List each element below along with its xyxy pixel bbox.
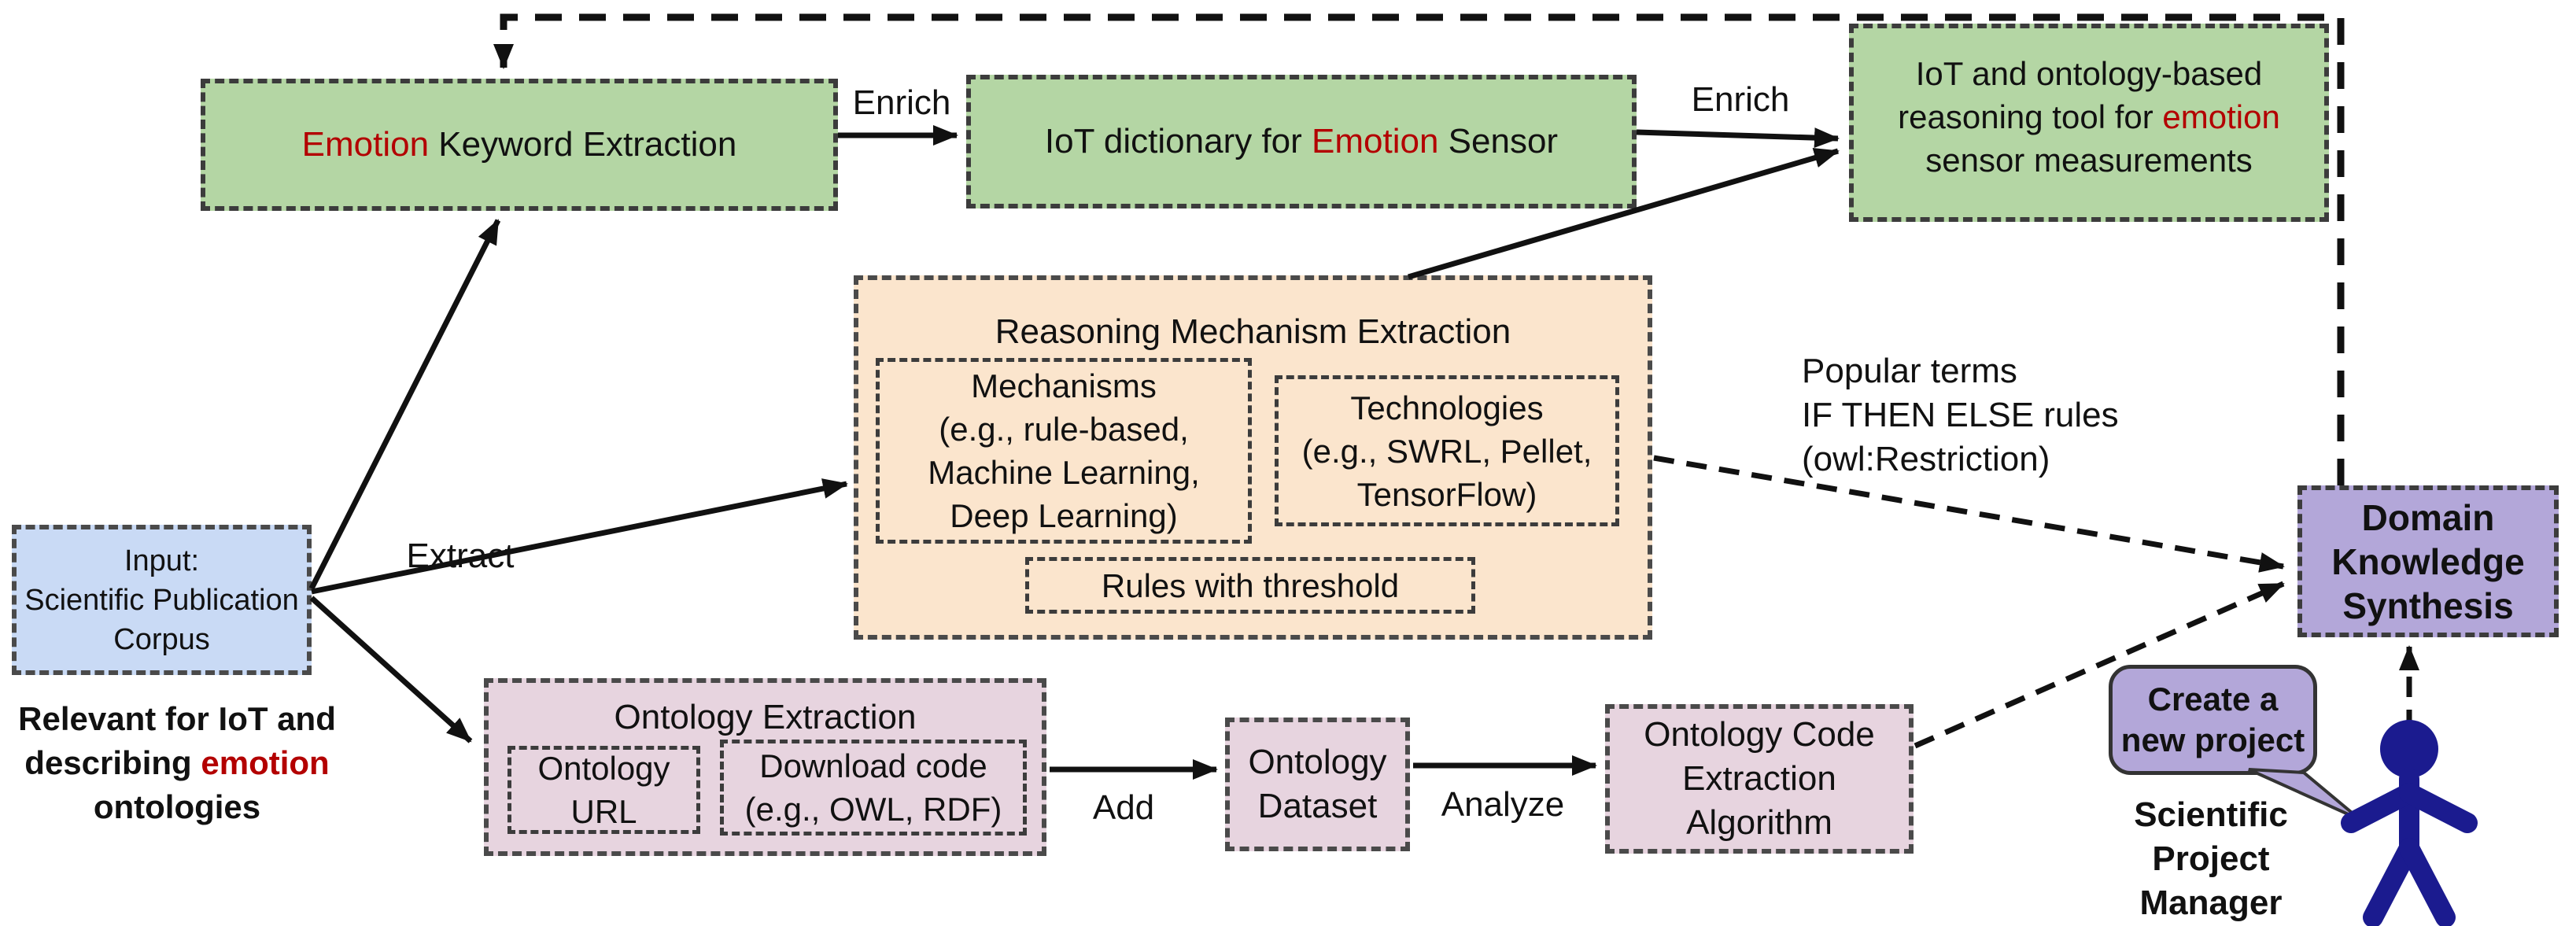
dks-line: Knowledge	[2331, 540, 2525, 582]
download-code-line: Download code	[759, 747, 987, 784]
reasoning-tool-line2: reasoning tool for emotion	[1898, 95, 2280, 138]
iot-dictionary-box: IoT dictionary for Emotion Sensor	[966, 75, 1637, 208]
corpus-note-line2-pre: describing	[24, 744, 201, 781]
ontology-dataset-line: Ontology	[1248, 743, 1387, 781]
mechanisms-line: (e.g., rule-based,	[939, 411, 1189, 448]
ontology-url-line: Ontology	[537, 750, 670, 787]
technologies-line: (e.g., SWRL, Pellet,	[1301, 432, 1592, 470]
input-corpus-box: Input: Scientific Publication Corpus	[12, 525, 312, 675]
popular-terms-line: (owl:Restriction)	[1802, 440, 2050, 478]
dks-line: Domain	[2361, 496, 2495, 538]
ontology-url-box: Ontology URL	[507, 746, 700, 834]
download-code-line: (e.g., OWL, RDF)	[744, 791, 1002, 828]
speech-bubble-line: Create a	[2147, 681, 2279, 718]
ontology-extraction-box: Ontology Extraction	[484, 678, 1046, 856]
extract-label: Extract	[406, 537, 515, 575]
input-corpus-line: Scientific Publication	[24, 583, 299, 617]
actor-label-line: Scientific	[2134, 795, 2288, 834]
ontology-code-algorithm-box: Ontology Code Extraction Algorithm	[1605, 704, 1914, 854]
dks-line: Synthesis	[2342, 585, 2514, 626]
rules-with-threshold-label: Rules with threshold	[1101, 566, 1400, 604]
actor-label-line: Manager	[2139, 884, 2283, 922]
reasoning-tool-line2-pre: reasoning tool for	[1898, 98, 2163, 135]
ontology-url-line: URL	[570, 793, 637, 830]
technologies-line: Technologies	[1350, 389, 1544, 426]
emotion-keyword-extraction-box: Emotion Keyword Extraction	[201, 79, 838, 211]
corpus-note-emotion-red: emotion	[201, 744, 330, 781]
popular-terms-line: Popular terms	[1802, 352, 2017, 390]
actor-label: Scientific Project Manager	[2093, 793, 2329, 925]
popular-terms-line: IF THEN ELSE rules	[1802, 396, 2119, 434]
enrich-label-1: Enrich	[852, 83, 951, 122]
ontology-code-algorithm-line: Ontology Code	[1644, 715, 1875, 754]
corpus-note: Relevant for IoT and describing emotion …	[0, 697, 354, 829]
input-corpus-line: Corpus	[113, 622, 210, 656]
ontology-extraction-title: Ontology Extraction	[614, 698, 917, 736]
mechanisms-line: Mechanisms	[971, 367, 1157, 404]
mechanisms-line: Machine Learning,	[928, 454, 1200, 491]
reasoning-tool-line3: sensor measurements	[1925, 142, 2253, 179]
keyword-extraction-text: Keyword Extraction	[429, 125, 737, 164]
analyze-label: Analyze	[1441, 785, 1565, 824]
iot-dictionary-label: IoT dictionary for Emotion Sensor	[1045, 120, 1558, 164]
reasoning-mechanism-extraction-title: Reasoning Mechanism Extraction	[995, 312, 1511, 351]
popular-terms-note: Popular terms IF THEN ELSE rules (owl:Re…	[1802, 349, 2119, 481]
iot-dictionary-post-text: Sensor	[1438, 122, 1559, 160]
arrow-corpus-to-eke	[308, 219, 501, 590]
emotion-red-text: Emotion	[301, 125, 430, 164]
corpus-note-line2: describing emotion	[0, 741, 354, 785]
iot-dictionary-pre-text: IoT dictionary for	[1044, 122, 1312, 160]
enrich-label-2: Enrich	[1691, 80, 1790, 119]
input-corpus-line: Input:	[124, 544, 200, 577]
arrow-dictionary-to-tool	[1636, 127, 1840, 149]
download-code-box: Download code (e.g., OWL, RDF)	[720, 740, 1027, 836]
mechanisms-line: Deep Learning)	[950, 497, 1178, 534]
iot-dictionary-red-text: Emotion	[1312, 122, 1439, 160]
corpus-note-line3: ontologies	[93, 788, 261, 825]
technologies-line: TensorFlow)	[1356, 475, 1537, 513]
ontology-code-algorithm-line: Algorithm	[1686, 803, 1832, 842]
speech-bubble-line: new project	[2120, 721, 2305, 758]
mechanisms-box: Mechanisms (e.g., rule-based, Machine Le…	[876, 358, 1252, 544]
ontology-dataset-line: Dataset	[1257, 787, 1378, 825]
ontology-code-algorithm-line: Extraction	[1682, 759, 1836, 798]
corpus-note-line1: Relevant for IoT and	[18, 700, 336, 737]
actor-label-line: Project	[2152, 839, 2270, 878]
add-label: Add	[1092, 788, 1155, 827]
domain-knowledge-synthesis-box: Domain Knowledge Synthesis	[2297, 485, 2559, 637]
rules-with-threshold-box: Rules with threshold	[1025, 557, 1475, 614]
speech-bubble: Create a new project	[2109, 665, 2317, 775]
ontology-dataset-box: Ontology Dataset	[1225, 718, 1410, 851]
technologies-box: Technologies (e.g., SWRL, Pellet, Tensor…	[1275, 375, 1619, 526]
stick-figure-icon	[2341, 720, 2478, 926]
reasoning-tool-line2-red: emotion	[2162, 98, 2280, 135]
reasoning-tool-box: IoT and ontology-based reasoning tool fo…	[1849, 24, 2329, 222]
emotion-keyword-extraction-label: Emotion Keyword Extraction	[302, 123, 737, 167]
reasoning-tool-line1: IoT and ontology-based	[1915, 55, 2263, 92]
